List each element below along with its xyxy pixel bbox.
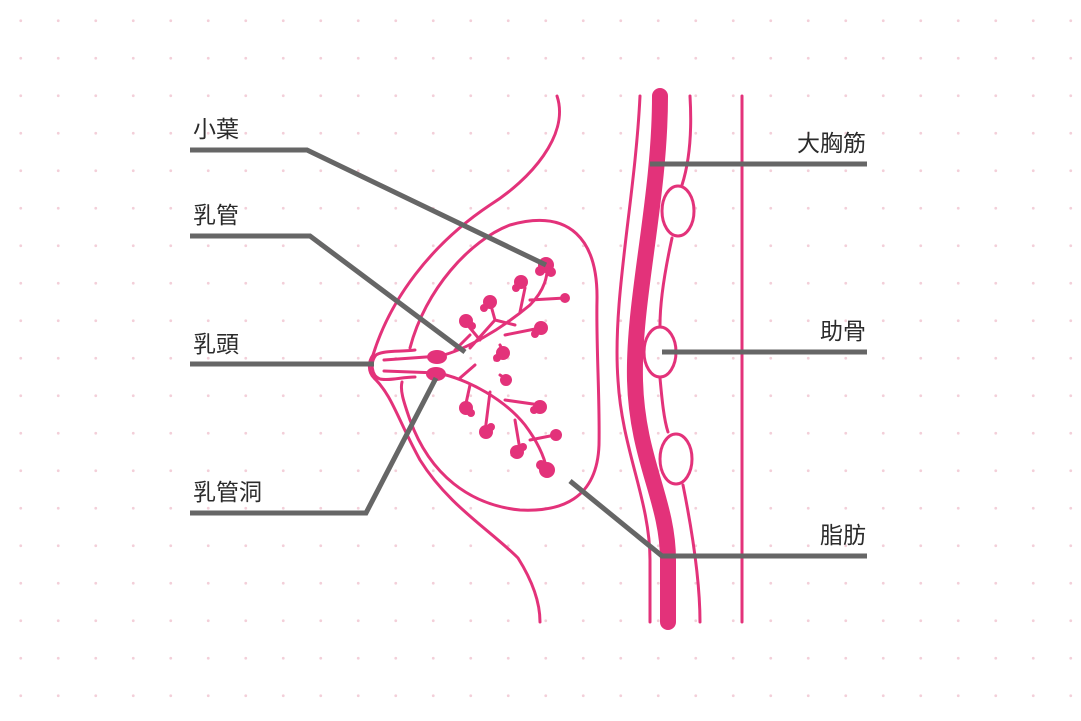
nipple-shape [370, 348, 417, 382]
leader-duct [190, 233, 467, 355]
label-sinus: 乳管洞 [193, 480, 262, 506]
pectoral-inner-line [615, 94, 652, 624]
rib-3 [658, 432, 694, 486]
label-fat: 脂肪 [820, 523, 866, 549]
label-rib: 助骨 [820, 319, 866, 345]
label-nipple: 乳頭 [193, 332, 239, 358]
pectoral-muscle [626, 88, 676, 630]
lobules [459, 257, 570, 478]
label-lobule: 小葉 [193, 117, 239, 143]
label-pectoral: 大胸筋 [797, 131, 866, 157]
label-duct: 乳管 [193, 203, 239, 229]
skin-outline [367, 94, 561, 624]
rib-1 [660, 184, 696, 238]
ducts [382, 263, 567, 472]
leader-fat [568, 479, 867, 559]
gland-outline [399, 219, 601, 512]
rib-line [658, 94, 702, 624]
leader-lobule [190, 147, 548, 268]
leader-sinus [190, 376, 439, 516]
